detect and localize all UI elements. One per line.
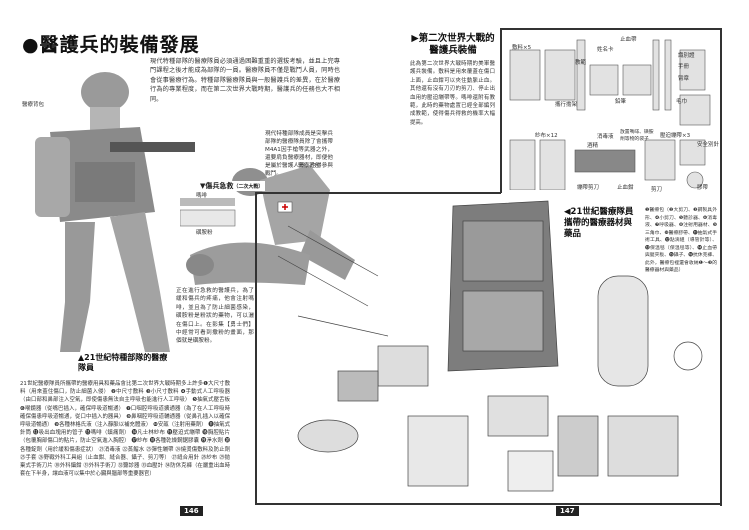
frame-line: [255, 503, 722, 505]
ww2-item-label: 敷料×5: [512, 45, 532, 51]
modern-equipment-legend: ❶醫療包（❷大剪刀、❸鋼製具外形、❹小剪刀、❺聽診器、❻消毒液、❼呼吸器、❽注射…: [645, 207, 717, 275]
equipment-list-paragraph: 21世紀醫療隊員所攜帶的醫療用具和藥品會比第二次世界大戰時期多上許多❶大尺寸敷料…: [20, 381, 230, 478]
ww2-item-label: 鉛筆: [615, 99, 627, 105]
ww2-first-aid-heading: ▼傷兵急救（二次大戰）: [198, 181, 266, 191]
page-title: ●醫護兵的裝備發展: [22, 34, 200, 56]
ww2-caption: 正在進行急救的醫護兵，為了緩和傷兵的疼痛，他會注射嗎啡，並且為了防止細菌感染，磺…: [176, 288, 254, 345]
ww2-item-label: 安全別針: [697, 142, 720, 148]
ww2-equipment-title: ▶第二次世界大戰的醫護兵裝備: [411, 33, 495, 56]
ww2-item-label: 臂章: [678, 76, 690, 82]
ww2-heading-text: ▼傷兵急救: [200, 182, 234, 190]
ww2-item-label: 剪刀: [651, 187, 663, 193]
ww2-item-label: 膠帶: [697, 185, 709, 191]
ww2-item-label: 壓迫繃帶×3: [660, 133, 691, 139]
ww2-item-label: 繃帶剪刀: [577, 185, 600, 191]
ww2-item-label: 放置嗎啡、磺胺劑等物的袋子: [620, 130, 654, 142]
label-medical-backpack: 醫療背包: [22, 102, 45, 108]
frame-line: [500, 28, 502, 193]
ww2-item-label: 消毒液: [597, 134, 614, 140]
ww2-item-label: 手冊: [678, 64, 690, 70]
ww2-item-label: 酒精: [587, 143, 599, 149]
ww2-equipment-text: 此為第二次世界大戰時期的美軍醫護兵裝備。敷料是用來覆蓋在傷口上面，止血鉗可以夾住…: [410, 61, 495, 126]
ww2-heading-sub: （二次大戰）: [233, 184, 264, 190]
side-caption: 現代特種部隊成員是突擊兵部隊的醫療隊員除了會攜帶M4A1因手槍等武器之外，還要肩…: [265, 131, 333, 177]
modern-equipment-title: ◀21世紀醫療隊員攜帶的醫療器材與藥品: [564, 207, 634, 239]
modern-equipment-illustration: [277, 200, 703, 492]
label-morphine: 嗎啡: [196, 193, 208, 199]
ww2-item-label: 毛巾: [676, 99, 688, 105]
modern-medic-illustration: [35, 72, 195, 352]
modern-medic-caption: ▲21世紀特種部隊的醫療隊員: [78, 353, 168, 372]
frame-line: [500, 28, 722, 30]
page-number-right: 147: [556, 506, 579, 516]
ww2-equipment-illustration: [509, 39, 711, 190]
ww2-item-label: 紗布×12: [535, 133, 558, 139]
intro-paragraph: 現代特種部隊的醫療隊員必須通過困難重重的選拔考驗，並且上完專門課程之後才能成為部…: [150, 58, 340, 103]
frame-line: [255, 192, 501, 194]
page-number-left: 146: [180, 506, 203, 516]
ww2-item-label: 止血鉗: [617, 185, 634, 191]
ww2-item-label: 姓名卡: [597, 47, 614, 53]
label-medical-bag: 醫療背包: [298, 163, 321, 169]
ww2-item-label: 攜行擔架: [555, 102, 578, 108]
frame-line: [720, 28, 722, 506]
ww2-item-label: 識別證: [678, 53, 695, 59]
frame-line: [255, 192, 257, 504]
ww2-item-label: 止血帶: [620, 37, 637, 43]
label-sulfa-powder: 磺胺粉: [196, 230, 213, 236]
ww2-item-label: 教範: [575, 60, 587, 66]
